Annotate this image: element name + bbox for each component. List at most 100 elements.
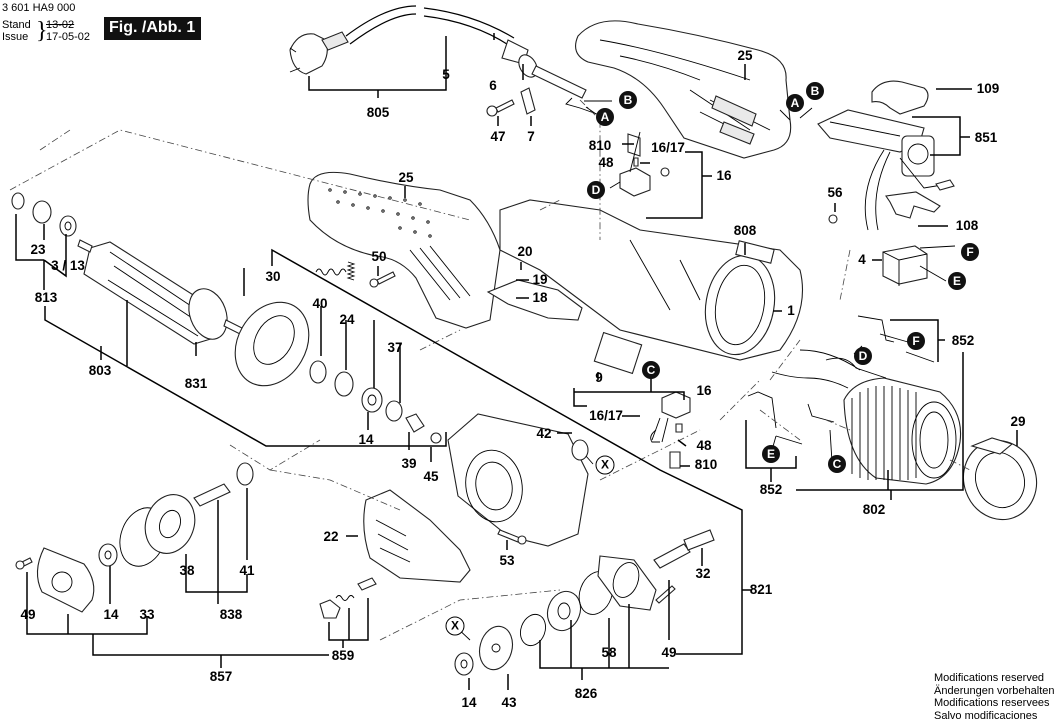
part-label-16-mid: 16 bbox=[696, 383, 712, 398]
gear-housing-part bbox=[447, 413, 589, 547]
callout-f-switch: F bbox=[961, 243, 979, 261]
part-label-42: 42 bbox=[536, 426, 552, 441]
spindle-lock-859-parts bbox=[319, 577, 377, 619]
part-label-49-right: 49 bbox=[661, 645, 677, 660]
part-label-56: 56 bbox=[827, 185, 843, 200]
notice-line-en: Modifications reserved bbox=[934, 672, 1045, 684]
part-label-22: 22 bbox=[323, 529, 339, 544]
part-label-826: 826 bbox=[574, 686, 598, 701]
switch-851-part bbox=[817, 109, 955, 231]
part-label-852-bottom: 852 bbox=[759, 482, 783, 497]
leader-lines bbox=[15, 33, 1018, 690]
assembly-guide-lines bbox=[9, 99, 971, 641]
part-label-48-top: 48 bbox=[598, 155, 614, 170]
part-label-109: 109 bbox=[976, 81, 1000, 96]
power-cord-part bbox=[289, 5, 609, 119]
part-label-48-mid: 48 bbox=[696, 438, 712, 453]
screw-49-left-part bbox=[15, 557, 33, 570]
part-label-108: 108 bbox=[955, 218, 979, 233]
part-label-14-mid: 14 bbox=[358, 432, 374, 447]
spring-19-part bbox=[346, 261, 356, 281]
brush-holder-16-part bbox=[650, 391, 691, 469]
part-label-43: 43 bbox=[501, 695, 517, 710]
bearing-14-left-part bbox=[98, 543, 118, 567]
small-ring-parts bbox=[309, 360, 442, 444]
part-label-16-17-top: 16/17 bbox=[651, 140, 685, 155]
callout-a-cord: A bbox=[596, 108, 614, 126]
part-label-24: 24 bbox=[339, 312, 355, 327]
callout-a-switch: A bbox=[786, 94, 804, 112]
bearing-14-bottom-part bbox=[454, 652, 474, 676]
callout-d-coil: D bbox=[854, 347, 872, 365]
part-label-805: 805 bbox=[366, 105, 390, 120]
part-label-810-top: 810 bbox=[588, 138, 612, 153]
part-label-50: 50 bbox=[371, 249, 387, 264]
document-number: 3 601 HA9 000 bbox=[2, 2, 76, 14]
stand-label: Stand bbox=[2, 19, 31, 31]
spindle-32-part bbox=[653, 529, 715, 569]
gear-43-part bbox=[478, 625, 514, 671]
part-label-831: 831 bbox=[184, 376, 208, 391]
notice-line-de: Änderungen vorbehalten bbox=[934, 684, 1055, 697]
part-label-53: 53 bbox=[499, 553, 515, 568]
part-label-32: 32 bbox=[695, 566, 711, 581]
callout-e-switch: E bbox=[948, 272, 966, 290]
wire-holder-108-part bbox=[885, 191, 941, 219]
switch-lever-18-part bbox=[486, 279, 583, 321]
guard-30-part bbox=[234, 301, 310, 387]
notice-line-fr: Modifications reservees bbox=[934, 697, 1050, 709]
screw-53-part bbox=[497, 529, 527, 545]
part-label-33: 33 bbox=[139, 607, 155, 622]
flange-821-part bbox=[597, 555, 657, 611]
part-label-9: 9 bbox=[595, 370, 603, 385]
callout-x-pinion: X bbox=[595, 455, 615, 475]
part-label-851: 851 bbox=[974, 130, 998, 145]
part-label-813: 813 bbox=[34, 290, 58, 305]
handle-grip-25-part bbox=[307, 171, 501, 329]
part-label-4: 4 bbox=[858, 252, 866, 267]
screw-49-right-part bbox=[655, 585, 676, 604]
part-label-25-handle: 25 bbox=[398, 170, 414, 185]
part-label-47: 47 bbox=[490, 129, 506, 144]
part-label-14-bottom: 14 bbox=[461, 695, 477, 710]
part-label-18: 18 bbox=[532, 290, 548, 305]
part-label-39: 39 bbox=[401, 456, 417, 471]
issue-label: Issue bbox=[2, 31, 29, 43]
callout-b-cord: B bbox=[619, 91, 637, 109]
brace-icon: } bbox=[36, 18, 48, 44]
cord-clamp-7-part bbox=[520, 87, 536, 115]
nut-56-part bbox=[828, 214, 838, 224]
part-label-37: 37 bbox=[387, 340, 403, 355]
part-label-49-left: 49 bbox=[20, 607, 36, 622]
part-label-20: 20 bbox=[517, 244, 533, 259]
part-label-40: 40 bbox=[312, 296, 328, 311]
bearing-flange-857-part bbox=[36, 547, 95, 613]
pinion-42-part bbox=[571, 439, 589, 461]
part-label-808: 808 bbox=[733, 223, 757, 238]
part-label-7: 7 bbox=[527, 129, 535, 144]
brush-holder-top-parts bbox=[619, 131, 670, 197]
part-label-859: 859 bbox=[331, 648, 355, 663]
part-label-19: 19 bbox=[532, 272, 548, 287]
part-label-45: 45 bbox=[423, 469, 439, 484]
part-label-6: 6 bbox=[489, 78, 497, 93]
spring-20-part bbox=[315, 268, 347, 276]
armature-803-part bbox=[77, 239, 243, 345]
circlip-826-part bbox=[520, 613, 546, 647]
part-label-838: 838 bbox=[219, 607, 243, 622]
part-label-23: 23 bbox=[30, 242, 46, 257]
bearing-826-part bbox=[546, 590, 582, 632]
part-label-14-left: 14 bbox=[103, 607, 119, 622]
part-label-16-17-mid: 16/17 bbox=[589, 408, 623, 423]
part-label-852-top: 852 bbox=[951, 333, 975, 348]
part-label-3-13: 3 / 13 bbox=[51, 258, 85, 273]
modifications-notice: Modifications reserved Änderungen vorbeh… bbox=[934, 672, 1054, 722]
wire-harness-parts bbox=[747, 315, 935, 445]
gear-38-part bbox=[144, 494, 196, 554]
screw-50-part bbox=[369, 271, 396, 288]
switch-cover-109-part bbox=[871, 80, 929, 115]
figure-label: Fig. /Abb. 1 bbox=[104, 17, 202, 40]
interference-suppressor-4-part bbox=[882, 245, 928, 286]
stand-value-struck: 13-02 bbox=[46, 19, 75, 31]
